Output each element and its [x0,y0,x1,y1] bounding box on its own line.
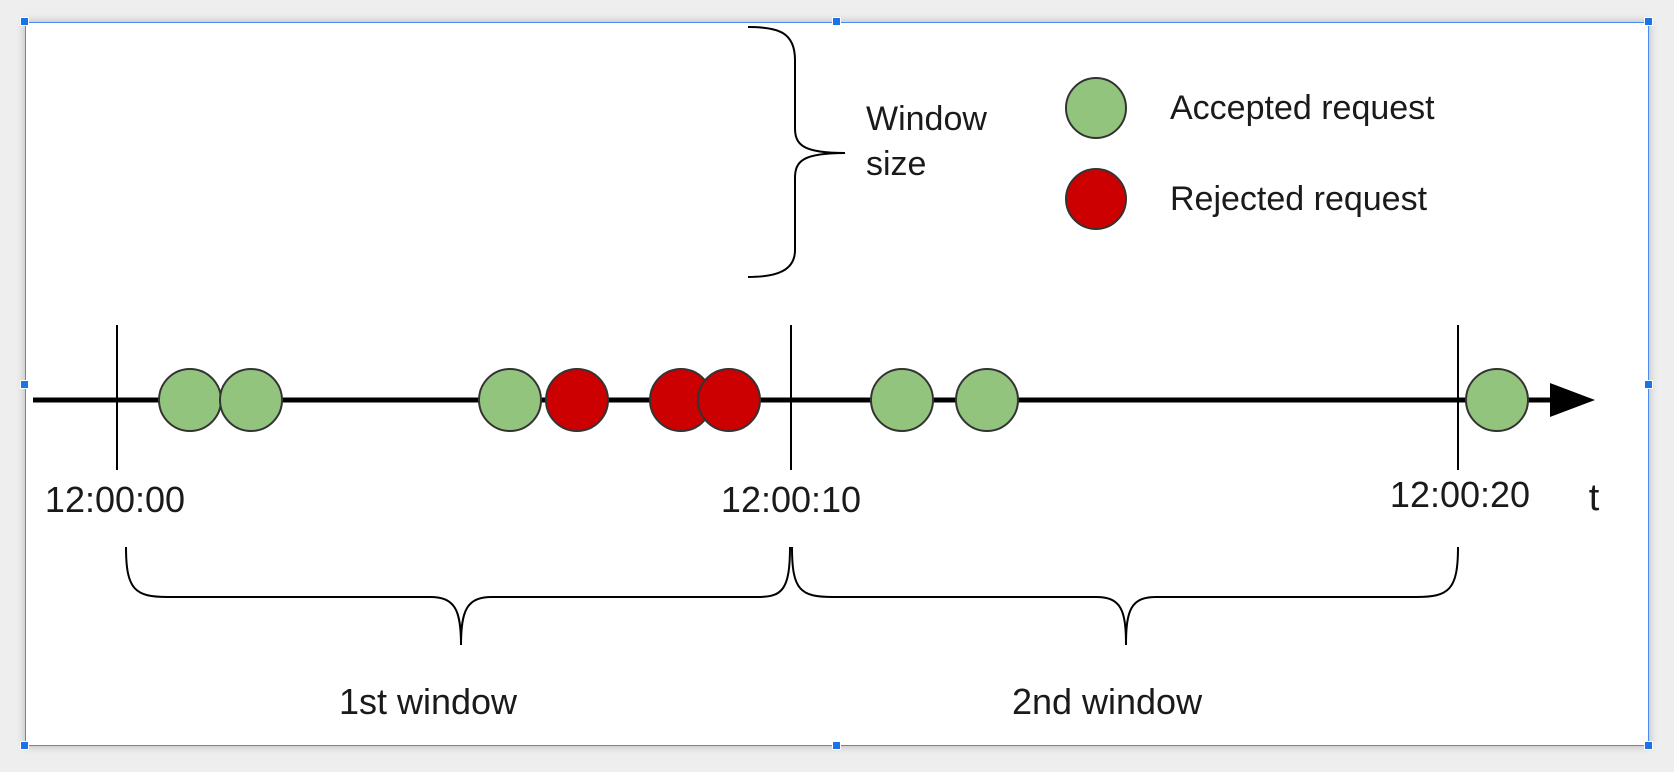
request-marker-accepted [955,368,1019,432]
window-size-brace [747,26,846,278]
legend-rejected-label: Rejected request [1170,180,1428,218]
second-window-brace [791,546,1459,646]
first-window-label: 1st window [339,681,518,722]
resize-handle-bottom-left[interactable] [20,741,29,750]
window-size-label-line1: Window [866,100,987,138]
axis-label-t: t [1589,477,1600,519]
second-window-label: 2nd window [1012,681,1203,722]
legend-rejected-marker [1065,168,1127,230]
request-marker-accepted [219,368,283,432]
window-size-label-line2: size [866,145,926,183]
resize-handle-bottom-center[interactable] [832,741,841,750]
request-marker-accepted [870,368,934,432]
resize-handle-top-right[interactable] [1644,17,1653,26]
resize-handle-top-left[interactable] [20,17,29,26]
request-marker-rejected [545,368,609,432]
legend-accepted-marker [1065,77,1127,139]
resize-handle-top-center[interactable] [832,17,841,26]
first-window-brace [125,546,791,646]
time-label-12-00-10: 12:00:10 [721,479,861,520]
request-marker-rejected [697,368,761,432]
request-marker-accepted [158,368,222,432]
request-marker-accepted [478,368,542,432]
request-marker-accepted [1465,368,1529,432]
resize-handle-bottom-right[interactable] [1644,741,1653,750]
drawing-canvas[interactable] [25,22,1649,746]
time-label-12-00-00: 12:00:00 [45,479,185,520]
legend-accepted-label: Accepted request [1170,89,1435,127]
resize-handle-middle-left[interactable] [20,380,29,389]
timeline-arrowhead [1550,383,1595,417]
resize-handle-middle-right[interactable] [1644,380,1653,389]
time-label-12-00-20: 12:00:20 [1390,474,1530,515]
